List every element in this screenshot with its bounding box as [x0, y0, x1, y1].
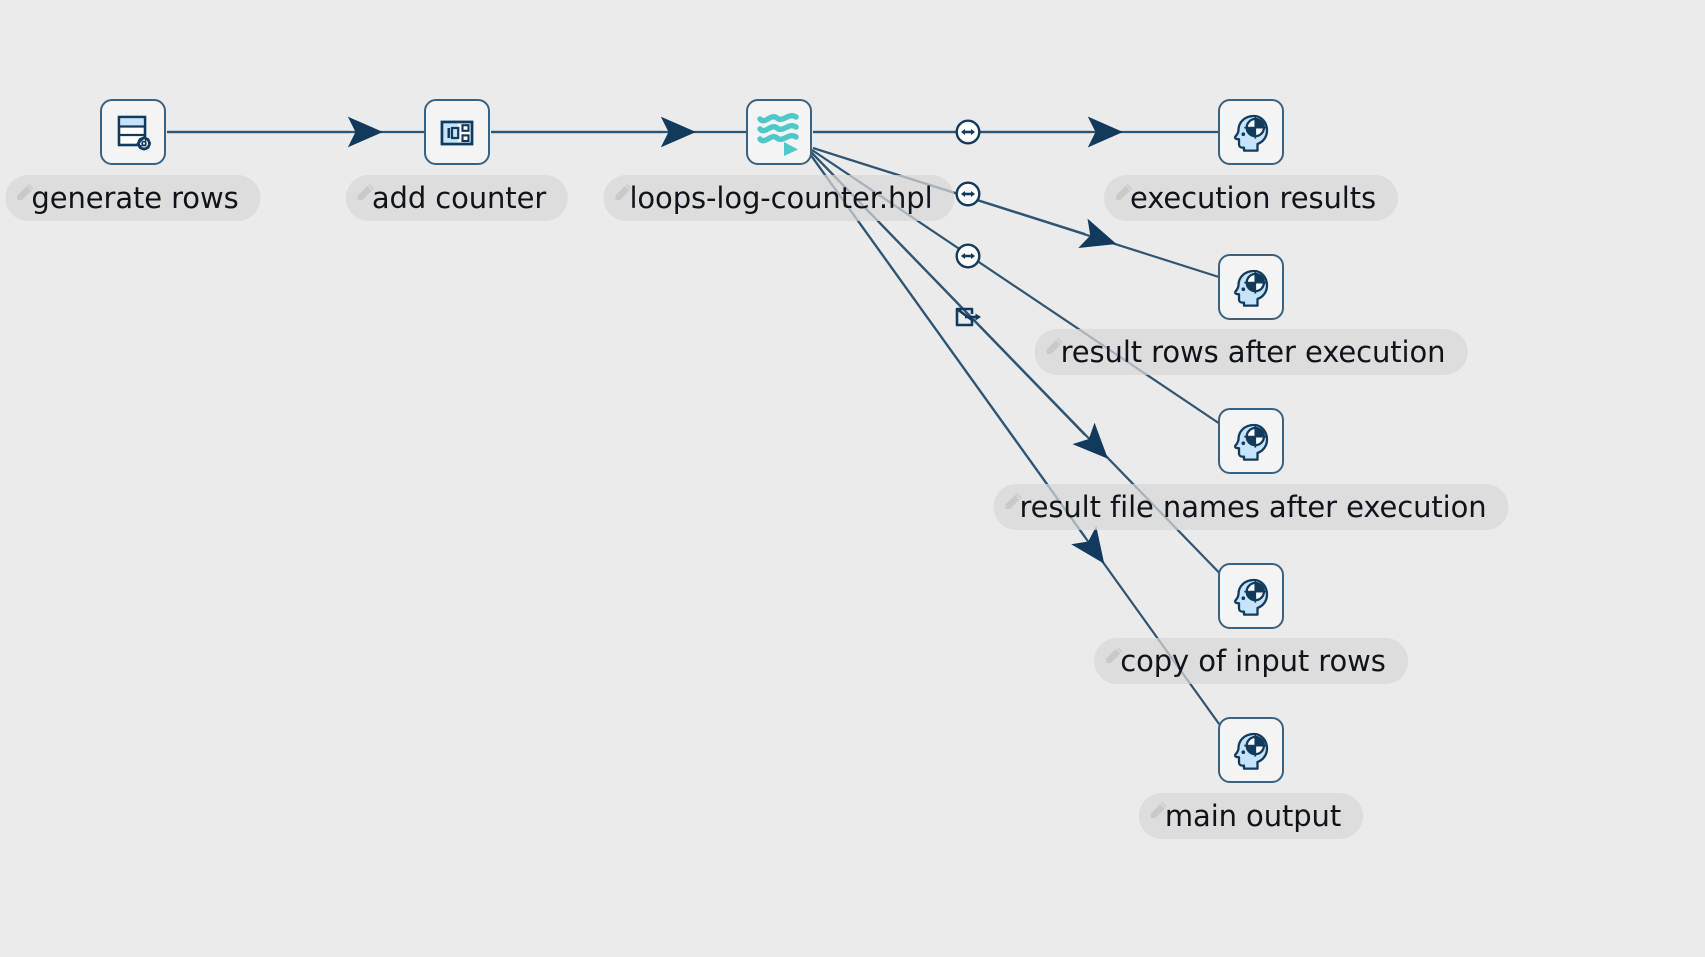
label-text: result rows after execution [1060, 334, 1446, 369]
label-copy-of-input-rows[interactable]: copy of input rows [1094, 638, 1408, 684]
table-gear-icon [111, 110, 155, 154]
node-result-rows-after-execution[interactable] [1218, 254, 1284, 320]
node-copy-of-input-rows[interactable] [1218, 563, 1284, 629]
label-result-file-names-after-execution[interactable]: result file names after execution [993, 484, 1509, 530]
pencil-icon [612, 179, 634, 201]
node-loops-log-counter-hpl[interactable] [746, 99, 812, 165]
label-text: add counter [371, 180, 547, 215]
pencil-icon [1103, 642, 1125, 664]
label-generate-rows[interactable]: generate rows [5, 175, 261, 221]
label-text: main output [1164, 798, 1342, 833]
pencil-icon [355, 179, 377, 201]
node-main-output[interactable] [1218, 717, 1284, 783]
head-target-icon [1230, 575, 1272, 617]
pencil-icon [1148, 797, 1170, 819]
head-target-icon [1230, 266, 1272, 308]
pencil-icon [1113, 179, 1135, 201]
node-generate-rows[interactable] [100, 99, 166, 165]
label-result-rows-after-execution[interactable]: result rows after execution [1034, 329, 1468, 375]
pencil-icon [14, 179, 36, 201]
label-text: result file names after execution [1019, 489, 1487, 524]
node-result-file-names-after-execution[interactable] [1218, 408, 1284, 474]
label-text: loops-log-counter.hpl [629, 180, 933, 215]
label-add-counter[interactable]: add counter [345, 175, 569, 221]
node-execution-results[interactable] [1218, 99, 1284, 165]
waves-play-icon [753, 106, 805, 158]
head-target-icon [1230, 729, 1272, 771]
bidirectional-arrow-circle-icon[interactable] [954, 242, 982, 270]
node-add-counter[interactable] [424, 99, 490, 165]
pencil-icon [1002, 488, 1024, 510]
label-execution-results[interactable]: execution results [1104, 175, 1398, 221]
label-text: execution results [1130, 180, 1376, 215]
label-main-output[interactable]: main output [1138, 793, 1364, 839]
export-arrow-icon[interactable] [953, 304, 983, 330]
head-target-icon [1230, 420, 1272, 462]
pencil-icon [1044, 333, 1066, 355]
label-text: copy of input rows [1120, 643, 1386, 678]
counter-block-icon [436, 111, 478, 153]
label-loops-log-counter-hpl[interactable]: loops-log-counter.hpl [603, 175, 955, 221]
head-target-icon [1230, 111, 1272, 153]
label-text: generate rows [31, 180, 239, 215]
bidirectional-arrow-circle-icon[interactable] [954, 118, 982, 146]
bidirectional-arrow-circle-icon[interactable] [954, 180, 982, 208]
